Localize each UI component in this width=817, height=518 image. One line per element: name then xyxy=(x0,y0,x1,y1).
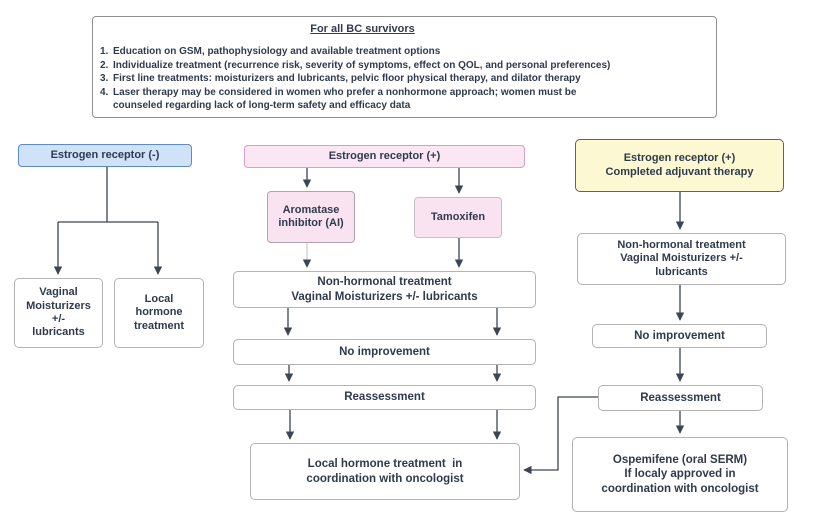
no-improvement-box-middle: No improvement xyxy=(233,339,536,365)
reassessment-box-right: Reassessment xyxy=(598,385,763,411)
er-positive-label: Estrogen receptor (+) xyxy=(328,149,441,162)
list-item-number: 1. xyxy=(100,46,109,57)
local-hormone-oncologist-box: Local hormone treatment in coordination … xyxy=(250,443,520,500)
list-item: 2. Individualize treatment (recurrence r… xyxy=(100,59,625,73)
tamoxifen-label: Tamoxifen xyxy=(430,210,486,223)
list-item: 1. Education on GSM, pathophysiology and… xyxy=(100,45,625,59)
list-item-text: Education on GSM, pathophysiology and av… xyxy=(113,46,441,57)
list-item-number: 3. xyxy=(100,73,109,84)
local-hormone-label: Local hormone treatment xyxy=(133,292,185,332)
reassessment-right-label: Reassessment xyxy=(640,391,721,404)
aromatase-inhibitor-label: Aromatase inhibitor (AI) xyxy=(278,203,344,229)
list-item: 3. First line treatments: moisturizers a… xyxy=(100,72,625,86)
no-improvement-right-label: No improvement xyxy=(634,329,725,342)
aromatase-inhibitor-box: Aromatase inhibitor (AI) xyxy=(267,191,355,243)
er-negative-label: Estrogen receptor (-) xyxy=(50,148,160,161)
er-positive-header-box: Estrogen receptor (+) xyxy=(244,145,525,168)
nonhormonal-treatment-box-right: Non-hormonal treatment Vaginal Moisturiz… xyxy=(577,233,786,285)
tamoxifen-box: Tamoxifen xyxy=(414,197,502,238)
list-item-number: 4. xyxy=(100,86,109,98)
list-item-text: First line treatments: moisturizers and … xyxy=(113,73,581,84)
nonhormonal-treatment-right-label: Non-hormonal treatment Vaginal Moisturiz… xyxy=(617,238,746,278)
for-all-bc-survivors-content: For all BC survivors 1. Education on GSM… xyxy=(100,23,625,113)
list-item-text: Individualize treatment (recurrence risk… xyxy=(113,59,611,71)
er-negative-header-box: Estrogen receptor (-) xyxy=(18,144,192,167)
vaginal-moisturizers-label: Vaginal Moisturizers +/- lubricants xyxy=(26,286,91,339)
local-hormone-box-left: Local hormone treatment xyxy=(114,278,204,348)
no-improvement-label: No improvement xyxy=(339,345,430,358)
nonhormonal-treatment-box-middle: Non-hormonal treatment Vaginal Moisturiz… xyxy=(233,271,536,308)
list-item: 4. Laser therapy may be considered in wo… xyxy=(100,86,625,113)
vaginal-moisturizers-box-left: Vaginal Moisturizers +/- lubricants xyxy=(14,278,103,348)
top-box-title: For all BC survivors xyxy=(310,23,415,35)
for-all-bc-survivors-box: For all BC survivors 1. Education on GSM… xyxy=(92,16,717,118)
nonhormonal-treatment-label: Non-hormonal treatment Vaginal Moisturiz… xyxy=(291,276,478,303)
list-item-number: 2. xyxy=(100,59,109,71)
top-box-list: 1. Education on GSM, pathophysiology and… xyxy=(100,45,625,113)
reassessment-box-middle: Reassessment xyxy=(233,385,536,410)
er-positive-adjuvant-label: Estrogen receptor (+) Completed adjuvant… xyxy=(605,152,754,178)
arrow-right-reassessment-to-localhormone xyxy=(523,396,598,475)
list-item-text: Laser therapy may be considered in women… xyxy=(113,86,577,112)
local-hormone-oncologist-label: Local hormone treatment in coordination … xyxy=(306,458,464,485)
no-improvement-box-right: No improvement xyxy=(592,324,767,348)
reassessment-label: Reassessment xyxy=(344,391,425,404)
ospemifene-box: Ospemifene (oral SERM) If localy approve… xyxy=(572,437,788,512)
ospemifene-label: Ospemifene (oral SERM) If localy approve… xyxy=(601,454,759,495)
er-positive-adjuvant-header-box: Estrogen receptor (+) Completed adjuvant… xyxy=(575,139,784,192)
